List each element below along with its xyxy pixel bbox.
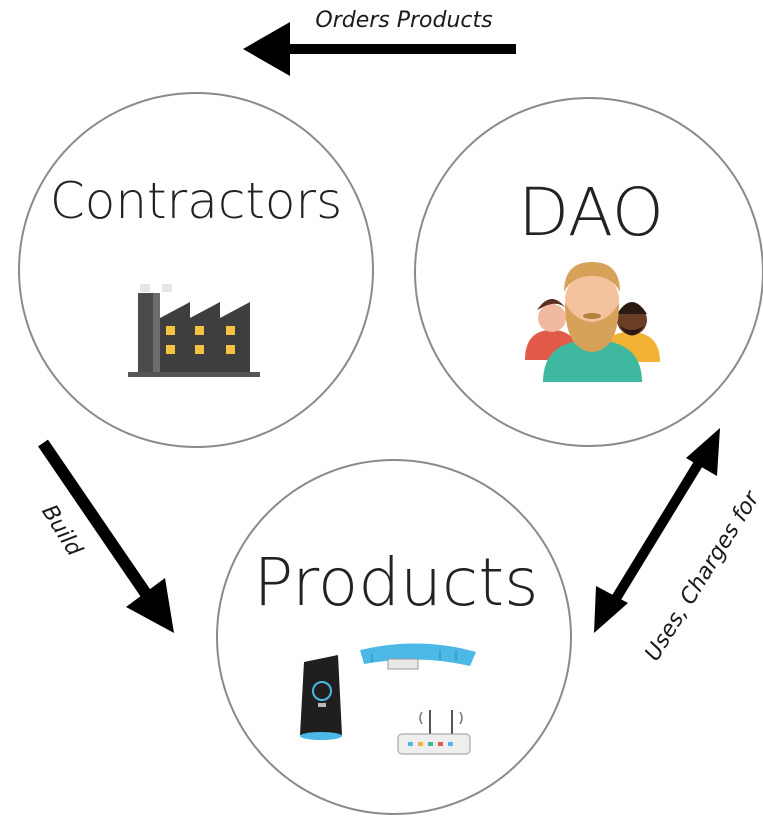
products-title: Products [254,544,539,621]
people-group-icon [525,262,660,382]
uses-charges-arrow [594,428,720,633]
fitness-band-icon [360,643,476,670]
build-arrow [38,439,174,633]
uses-charges-label: Uses, Charges for [640,486,763,666]
devices-icon [300,643,476,755]
smart-speaker-icon [300,655,342,740]
orders-products-arrow [243,22,516,76]
contractors-title: Contractors [50,172,342,230]
products-circle [216,459,572,815]
router-icon [397,710,471,755]
factory-icon [128,284,260,377]
orders-products-label: Orders Products [315,8,492,33]
contractors-circle [18,92,374,448]
build-label: Build [36,501,87,562]
dao-title: DAO [518,174,664,251]
